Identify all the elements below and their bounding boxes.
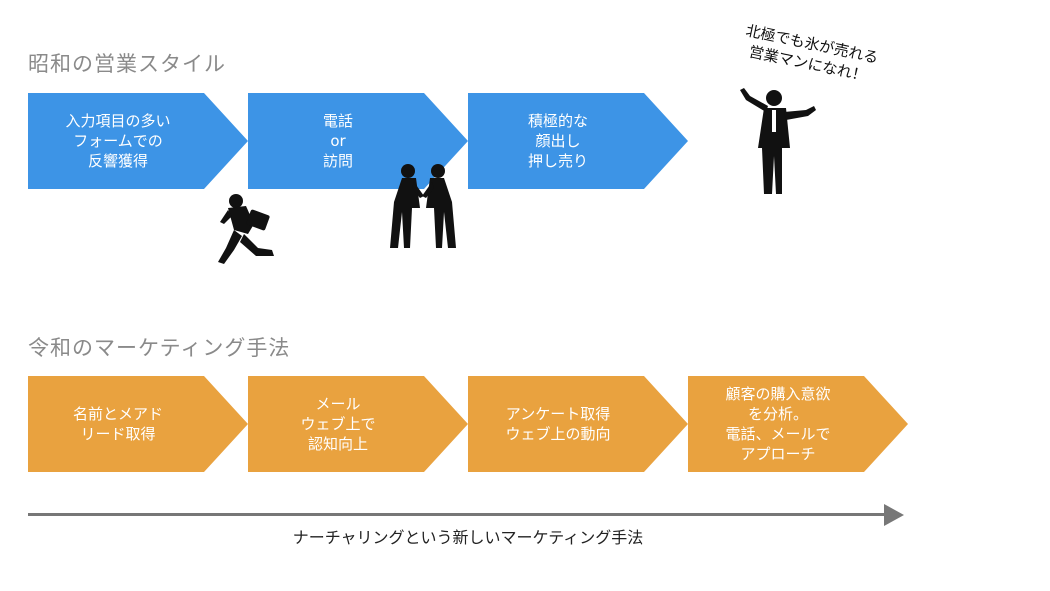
showa-step-1-label: 入力項目の多い フォームでの 反響獲得 bbox=[65, 112, 171, 170]
speech-bubble-text: 北極でも氷が売れる 営業マンになれ！ bbox=[744, 21, 880, 86]
reiwa-step-4-label: 顧客の購入意欲 を分析。 電話、メールで アプローチ bbox=[725, 385, 831, 463]
reiwa-step-3: アンケート取得 ウェブ上の動向 bbox=[468, 376, 688, 472]
timeline-arrow-line bbox=[28, 513, 886, 516]
showa-step-2: 電話 or 訪問 bbox=[248, 93, 468, 189]
bowing-businessmen-icon bbox=[390, 164, 456, 248]
reiwa-step-1-label: 名前とメアド リード取得 bbox=[72, 405, 163, 443]
showa-step-3-label: 積極的な 顔出し 押し売り bbox=[527, 112, 588, 170]
reiwa-step-3-label: アンケート取得 ウェブ上の動向 bbox=[505, 405, 611, 443]
presenting-salesman-icon bbox=[740, 88, 816, 194]
showa-step-2-label: 電話 or 訪問 bbox=[322, 112, 353, 170]
showa-step-3: 積極的な 顔出し 押し売り bbox=[468, 93, 688, 189]
timeline-label: ナーチャリングという新しいマーケティング手法 bbox=[292, 528, 644, 547]
reiwa-step-2-label: メール ウェブ上で 認知向上 bbox=[300, 395, 376, 453]
reiwa-step-2: メール ウェブ上で 認知向上 bbox=[248, 376, 468, 472]
showa-section-title: 昭和の営業スタイル bbox=[28, 52, 226, 76]
running-salesman-icon bbox=[218, 194, 274, 264]
showa-step-1: 入力項目の多い フォームでの 反響獲得 bbox=[28, 93, 248, 189]
reiwa-section-title: 令和のマーケティング手法 bbox=[28, 336, 291, 360]
reiwa-step-1: 名前とメアド リード取得 bbox=[28, 376, 248, 472]
timeline-arrow-head bbox=[884, 504, 904, 526]
reiwa-step-4: 顧客の購入意欲 を分析。 電話、メールで アプローチ bbox=[688, 376, 908, 472]
